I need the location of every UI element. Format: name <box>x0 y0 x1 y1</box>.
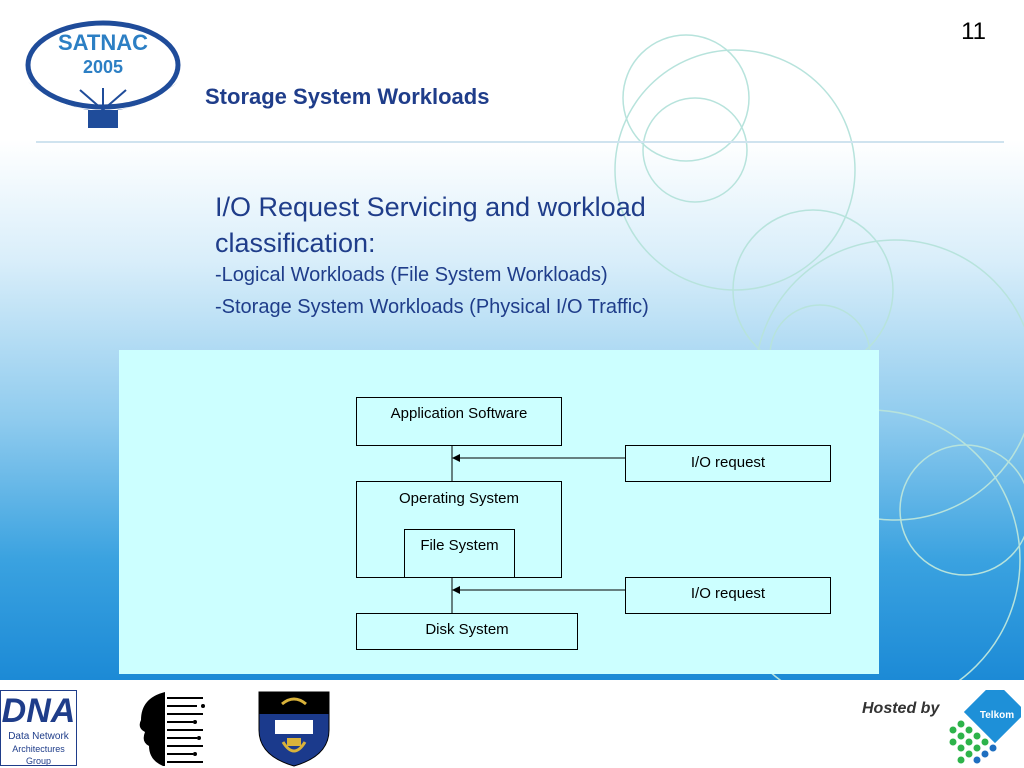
telkom-logo: Telkom <box>949 690 1021 764</box>
disk-system-label: Disk System <box>425 621 509 638</box>
telkom-label: Telkom <box>980 710 1014 721</box>
application-software-box: Application Software <box>356 397 562 446</box>
logo-line1: SATNAC <box>58 30 148 55</box>
dna-logo: DNA Data Network Architectures Group <box>0 690 77 766</box>
circuit-face-logo <box>127 690 205 768</box>
content-heading: I/O Request Servicing and workload class… <box>215 192 646 258</box>
university-crest <box>258 691 330 767</box>
io-request-label: I/O request <box>690 454 766 471</box>
file-system-box: File System <box>404 529 515 578</box>
dna-caption-line1: Data Network <box>8 731 69 742</box>
io-request-box-bottom: I/O request <box>625 577 831 614</box>
disk-system-box: Disk System <box>356 613 578 650</box>
satnac-logo: SATNAC 2005 <box>25 20 181 128</box>
slide-title: Storage System Workloads <box>205 84 490 109</box>
application-software-label: Application Software <box>390 405 528 422</box>
diagram-panel: Application Software I/O request Operati… <box>119 350 879 674</box>
logo-line2: 2005 <box>83 57 123 77</box>
dna-caption-line2: Architectures Group <box>12 744 65 766</box>
diagram-connectors <box>417 434 625 613</box>
slide-number: 11 <box>961 18 986 45</box>
file-system-label: File System <box>420 537 499 554</box>
hosted-by-text: Hosted by <box>862 700 940 717</box>
operating-system-label: Operating System <box>398 490 520 507</box>
bullet-item: -Logical Workloads (File System Workload… <box>215 264 608 286</box>
io-request-box-top: I/O request <box>625 445 831 482</box>
dna-logo-text: DNA <box>1 692 76 730</box>
bullet-item: -Storage System Workloads (Physical I/O … <box>215 296 649 318</box>
title-rule <box>36 141 1004 143</box>
io-request-label: I/O request <box>690 585 766 602</box>
